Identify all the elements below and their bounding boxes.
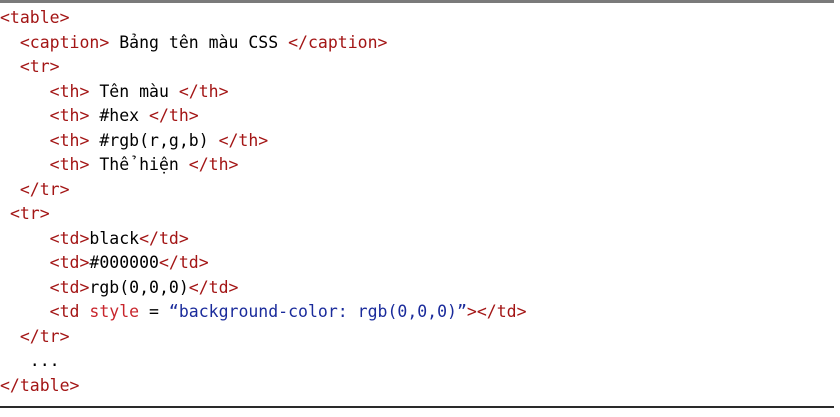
html-tag: </th>: [218, 130, 269, 150]
code-text: Bảng tên màu CSS: [109, 32, 289, 52]
html-tag: <th>: [49, 130, 90, 150]
code-text: black: [89, 228, 140, 248]
html-tag: </table>: [0, 375, 80, 395]
code-line: <caption> Bảng tên màu CSS </caption>: [0, 31, 834, 56]
html-tag: <th>: [49, 106, 90, 125]
html-tag: </tr>: [19, 326, 70, 346]
code-text: [0, 253, 50, 272]
code-line: <td style = “background-color: rgb(0,0,0…: [0, 300, 834, 325]
html-tag: <tr>: [19, 57, 60, 76]
html-tag: <tr>: [9, 204, 50, 223]
html-tag: </th>: [149, 106, 199, 125]
code-text: [0, 204, 10, 223]
code-line: <th> #rgb(r,g,b) </th>: [0, 129, 834, 154]
code-line: <th> #hex </th>: [0, 104, 834, 129]
html-tag: ></td>: [466, 302, 527, 321]
html-tag: <th>: [49, 155, 90, 174]
code-line: </tr>: [0, 178, 834, 203]
html-tag: <td>: [49, 277, 90, 297]
code-text: #000000: [89, 253, 159, 272]
code-text: [0, 82, 50, 101]
html-tag: <td>: [49, 253, 90, 272]
code-text: [0, 106, 50, 125]
code-line: <table>: [0, 6, 834, 31]
code-text: [0, 327, 20, 346]
code-line: </table>: [0, 374, 834, 399]
code-text: [0, 302, 50, 321]
code-text: #hex: [89, 106, 150, 125]
code-text: [0, 229, 50, 248]
code-line: <tr>: [0, 202, 834, 227]
code-line: <th> Tên màu </th>: [0, 80, 834, 105]
code-block: <table> <caption> Bảng tên màu CSS </cap…: [0, 6, 834, 398]
html-tag: </caption>: [288, 32, 388, 52]
top-rule: [0, 0, 834, 3]
code-line: <td>black</td>: [0, 227, 834, 252]
code-text: [0, 278, 50, 297]
code-line: <td>#000000</td>: [0, 251, 834, 276]
code-text: [0, 155, 50, 174]
code-text: =: [139, 302, 169, 321]
code-text: [0, 180, 20, 199]
string-value: “background-color: rgb(0,0,0)”: [168, 302, 467, 321]
html-tag: <td: [49, 302, 80, 321]
code-line: <tr>: [0, 55, 834, 80]
code-text: Thể hiện: [89, 155, 189, 174]
code-line: <td>rgb(0,0,0)</td>: [0, 276, 834, 301]
code-text: rgb(0,0,0): [89, 277, 189, 297]
code-line: <th> Thể hiện </th>: [0, 153, 834, 178]
html-tag: </td>: [158, 253, 209, 272]
html-tag: </th>: [178, 81, 229, 101]
code-text: Tên màu: [89, 81, 179, 101]
code-text: [0, 131, 50, 150]
code-line: </tr>: [0, 325, 834, 350]
code-line: ...: [0, 349, 834, 374]
code-text: ...: [0, 351, 60, 370]
html-tag: <td>: [49, 228, 90, 248]
html-tag: <caption>: [19, 32, 110, 52]
html-tag: </th>: [188, 155, 239, 174]
html-tag: </td>: [188, 277, 239, 297]
html-tag: <table>: [0, 8, 70, 27]
html-tag: </tr>: [19, 179, 70, 199]
html-tag: <th>: [49, 81, 90, 101]
attribute-name: style: [89, 302, 140, 321]
code-text: [0, 57, 20, 76]
bottom-rule: [0, 406, 834, 408]
html-tag: </td>: [139, 228, 189, 248]
code-text: #rgb(r,g,b): [89, 130, 219, 150]
code-text: [0, 33, 20, 52]
code-text: [79, 302, 89, 321]
